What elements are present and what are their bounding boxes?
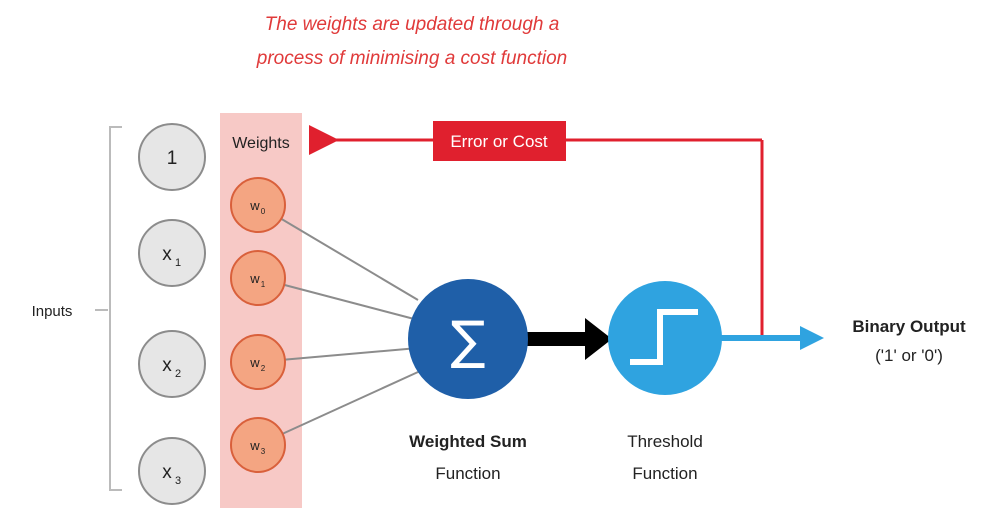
threshold-label-1: Threshold: [627, 432, 703, 451]
binary-output-label-1: Binary Output: [852, 317, 966, 336]
svg-text:w: w: [249, 355, 260, 370]
svg-text:3: 3: [261, 447, 266, 456]
svg-text:w: w: [249, 271, 260, 286]
annotation-line-2: process of minimising a cost function: [256, 48, 567, 69]
svg-text:1: 1: [175, 257, 181, 269]
input-node-x3: x 3: [138, 437, 206, 505]
svg-text:2: 2: [175, 368, 181, 380]
input-node-x1: x 1: [138, 219, 206, 287]
threshold-node: [608, 281, 722, 395]
annotation-line-1: The weights are updated through a: [265, 14, 560, 35]
inputs-label: Inputs: [32, 303, 73, 320]
svg-text:w: w: [249, 198, 260, 213]
svg-text:Error or Cost: Error or Cost: [450, 132, 548, 151]
inputs-bracket: [109, 126, 122, 491]
weight-node-w2: w 2: [230, 334, 286, 390]
weight-node-w1: w 1: [230, 250, 286, 306]
weighted-sum-label-1: Weighted Sum: [409, 432, 527, 451]
weighted-sum-node: ∑: [408, 279, 528, 399]
svg-text:x: x: [162, 462, 172, 483]
svg-text:1: 1: [261, 280, 266, 289]
svg-text:∑: ∑: [450, 311, 485, 371]
svg-text:x: x: [162, 244, 172, 265]
weight-node-w0: w 0: [230, 177, 286, 233]
svg-text:3: 3: [175, 475, 181, 487]
input-node-bias: 1: [138, 123, 206, 191]
weight-node-w3: w 3: [230, 417, 286, 473]
weights-label: Weights: [232, 135, 290, 152]
weighted-sum-label-2: Function: [435, 464, 500, 483]
step-function-icon: [630, 309, 698, 365]
binary-output-label-2: ('1' or '0'): [875, 346, 943, 365]
error-cost-box: Error or Cost: [433, 121, 566, 161]
svg-text:w: w: [249, 438, 260, 453]
svg-text:2: 2: [261, 364, 266, 373]
svg-text:0: 0: [261, 207, 266, 216]
input-node-x2: x 2: [138, 330, 206, 398]
svg-text:1: 1: [167, 148, 178, 169]
threshold-label-2: Function: [632, 464, 697, 483]
svg-text:x: x: [162, 355, 172, 376]
